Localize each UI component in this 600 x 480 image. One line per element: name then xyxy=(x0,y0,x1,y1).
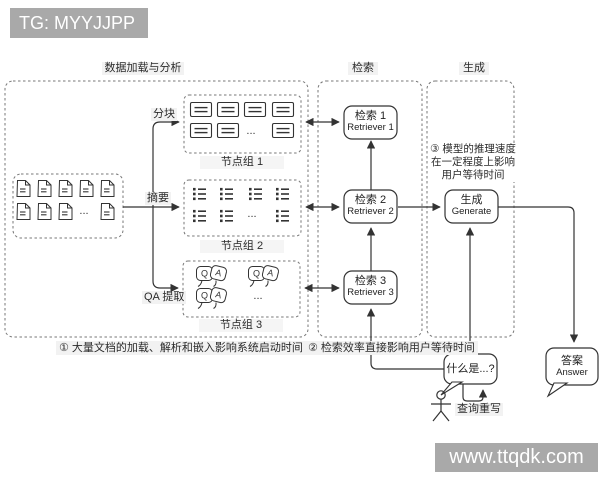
group3-ellipsis: ... xyxy=(253,290,263,302)
query-bubble-tail xyxy=(440,381,464,396)
query-rewrite-loop-arrow xyxy=(462,384,488,402)
branch-label-qa-extract: QA 提取 xyxy=(142,291,187,304)
retriever2-label-zh: 检索 2 xyxy=(354,194,387,206)
retriever-3-node xyxy=(343,270,398,305)
group2-ellipsis: ... xyxy=(247,208,257,220)
user-figure xyxy=(431,390,451,422)
site-watermark: www.ttqdk.com xyxy=(435,443,598,472)
section-title-retrieval: 检索 xyxy=(348,62,378,75)
documents-icons xyxy=(16,179,115,221)
arrow-generate-to-answer xyxy=(498,206,579,343)
retriever2-label-en: Retriever 2 xyxy=(347,206,394,217)
retriever1-label-en: Retriever 1 xyxy=(347,122,394,133)
node-group-2-box xyxy=(183,179,302,237)
retriever-1-node xyxy=(343,105,398,140)
group2-caption: 节点组 2 xyxy=(200,240,284,253)
section-title-generation: 生成 xyxy=(459,62,489,75)
retriever3-label-zh: 检索 3 xyxy=(354,275,387,287)
group3-icons xyxy=(196,264,280,309)
retriever1-label-zh: 检索 1 xyxy=(354,110,387,122)
arrow-docs-to-group1 xyxy=(152,117,180,207)
query-rewrite-label: 查询重写 xyxy=(455,403,503,416)
generate-node xyxy=(444,189,499,224)
data-loading-section-box xyxy=(4,80,309,338)
arrow-docs-to-group3 xyxy=(152,207,179,293)
branch-label-summary: 摘要 xyxy=(145,192,171,205)
answer-bubble-tail xyxy=(546,382,569,398)
connector-lines xyxy=(123,117,579,402)
group1-icons xyxy=(189,101,295,139)
note-3: ③ 模型的推理速度在一定程度上影响用户等待时间 xyxy=(428,143,518,182)
retriever-2-node xyxy=(343,189,398,224)
arrow-query-to-retriever3 xyxy=(366,308,444,370)
group3-caption: 节点组 3 xyxy=(199,319,283,332)
answer-bubble xyxy=(545,347,599,386)
answer-label-zh: 答案 xyxy=(561,355,583,367)
section-title-data-loading: 数据加载与分析 xyxy=(102,62,184,75)
note-1: ① 大量文档的加载、解析和嵌入影响系统启动时间 xyxy=(56,341,306,355)
node-group-3-box xyxy=(182,260,301,318)
documents-ellipsis: ... xyxy=(79,205,89,217)
group1-ellipsis: ... xyxy=(246,125,256,137)
branch-label-chunk: 分块 xyxy=(151,108,177,121)
query-bubble-text: 什么是...? xyxy=(446,363,495,375)
generate-label-zh: 生成 xyxy=(460,194,483,206)
group1-caption: 节点组 1 xyxy=(200,156,284,169)
group2-icons xyxy=(192,187,290,223)
note-2: ② 检索效率直接影响用户等待时间 xyxy=(305,341,478,355)
generate-label-en: Generate xyxy=(451,206,492,217)
answer-label-en: Answer xyxy=(556,367,588,378)
retrieval-section-box xyxy=(317,80,423,338)
retriever3-label-en: Retriever 3 xyxy=(347,287,394,298)
documents-box xyxy=(12,173,124,239)
telegram-watermark: TG: MYYJJPP xyxy=(10,8,148,38)
